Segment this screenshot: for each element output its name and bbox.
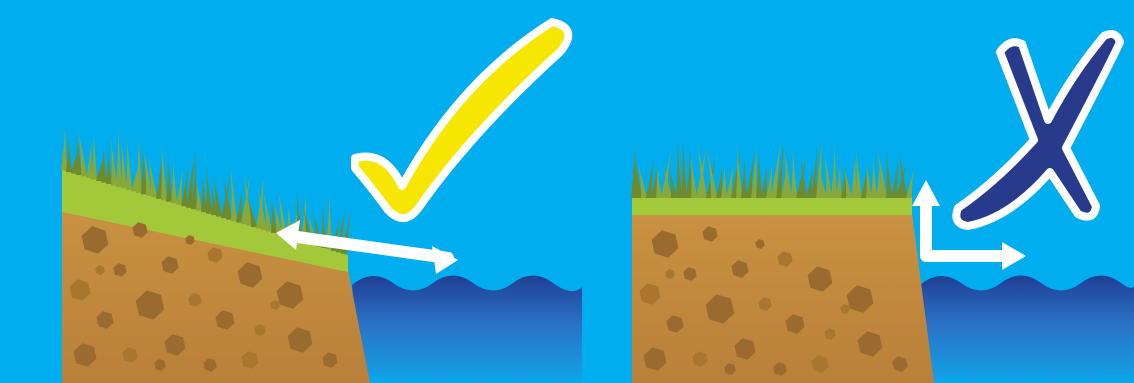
water-right: [920, 276, 1134, 383]
water-left: [352, 276, 582, 383]
soil-right: [632, 213, 934, 383]
